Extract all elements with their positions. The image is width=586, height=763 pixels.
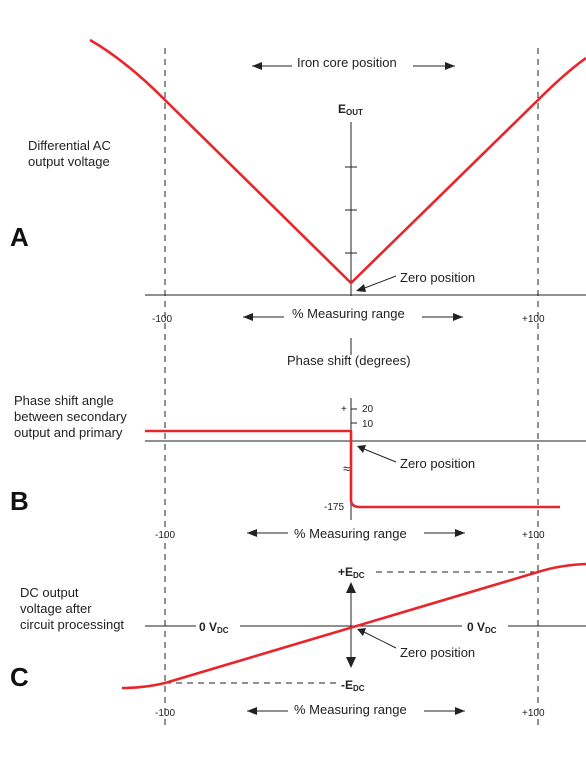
panel-c: C DC output voltage after circuit proces… <box>10 562 586 719</box>
panel-b-x-right: +100 <box>522 530 545 541</box>
panel-c-zero-left: 0 VDC <box>199 620 229 635</box>
panel-c-ylabel-line1: DC output <box>20 585 79 600</box>
panel-b-ylabel-line1: Phase shift angle <box>14 393 114 408</box>
panel-a-zero-pointer <box>361 275 397 290</box>
panel-c-output-curve <box>121 562 586 690</box>
panel-a-ylabel-line2: output voltage <box>28 154 110 169</box>
panel-a-x-left: -100 <box>152 314 172 325</box>
panel-b-range-left-arrowhead <box>247 529 257 537</box>
panel-c-zero-arrowhead <box>357 628 366 636</box>
panel-b-x-left: -100 <box>155 530 175 541</box>
panel-a-output-curve <box>89 38 586 285</box>
panel-a: A Differential AC output voltage Iron co… <box>10 38 586 325</box>
panel-c-pos-label: +EDC <box>338 565 365 580</box>
panel-c-ylabel-line2: voltage after <box>20 601 92 616</box>
panel-b-tick-10-label: 10 <box>362 419 374 430</box>
panel-b-tick-20-label: 20 <box>362 404 374 415</box>
panel-c-neg-label: -EDC <box>341 678 365 693</box>
panel-c-up-arrowhead <box>346 582 356 593</box>
panel-b-phase-curve <box>145 429 560 509</box>
panel-b-ylabel-line2: between secondary <box>14 409 127 424</box>
panel-b-title: Phase shift (degrees) <box>287 353 411 368</box>
panel-c-x-right: +100 <box>522 708 545 719</box>
panel-b-range-right-arrowhead <box>455 529 465 537</box>
panel-c-zero-label: Zero position <box>400 645 475 660</box>
panel-c-x-left: -100 <box>155 708 175 719</box>
panel-a-range-label: % Measuring range <box>292 306 405 321</box>
panel-a-range-left-arrowhead <box>243 313 253 321</box>
panel-b-plus-sign: + <box>341 404 347 415</box>
iron-core-label: Iron core position <box>297 55 397 70</box>
panel-c-down-arrowhead <box>346 657 356 668</box>
panel-a-zero-label: Zero position <box>400 270 475 285</box>
panel-a-range-right-arrowhead <box>453 313 463 321</box>
iron-core-right-arrowhead <box>445 62 455 70</box>
iron-core-left-arrowhead <box>252 62 262 70</box>
panel-c-ylabel-line3: circuit processingt <box>20 617 124 632</box>
axis-break-symbol: ≈ <box>343 461 350 476</box>
panel-b: B Phase shift angle between secondary ou… <box>10 338 586 541</box>
panel-c-letter: C <box>10 662 29 692</box>
eout-label: EOUT <box>338 102 363 117</box>
panel-c-range-left-arrowhead <box>247 707 257 715</box>
panel-c-range-label: % Measuring range <box>294 702 407 717</box>
panel-b-range-label: % Measuring range <box>294 526 407 541</box>
panel-a-letter: A <box>10 222 29 252</box>
panel-b-zero-pointer <box>363 448 397 463</box>
panel-a-ylabel-line1: Differential AC <box>28 138 111 153</box>
panel-b-letter: B <box>10 486 29 516</box>
panel-a-zero-arrowhead <box>356 284 366 292</box>
panel-b-zero-arrowhead <box>357 445 366 453</box>
panel-a-x-right: +100 <box>522 314 545 325</box>
panel-c-zero-right: 0 VDC <box>467 620 497 635</box>
panel-c-range-right-arrowhead <box>455 707 465 715</box>
panel-b-ylabel-line3: output and primary <box>14 425 123 440</box>
panel-b-tick-neg-label: -175 <box>324 502 344 513</box>
panel-c-zero-pointer <box>363 631 397 649</box>
panel-b-zero-label: Zero position <box>400 456 475 471</box>
